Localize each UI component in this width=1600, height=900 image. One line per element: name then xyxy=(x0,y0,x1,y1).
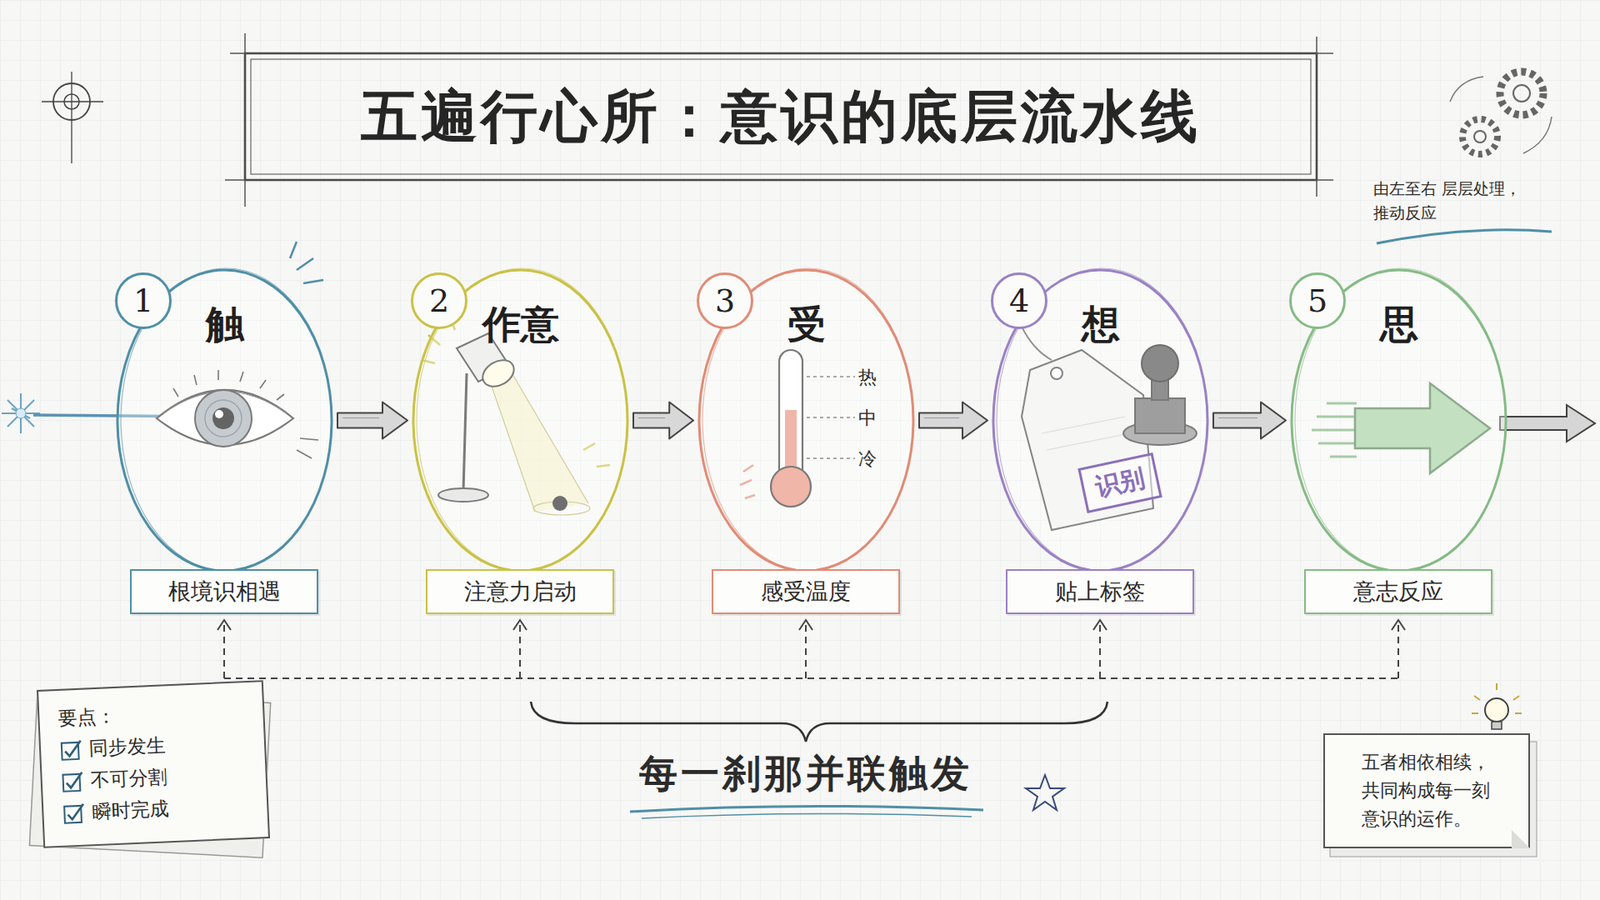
stage-label-box: 感受温度 xyxy=(711,569,900,615)
gear-motion-line xyxy=(1450,76,1484,102)
gear-motion-line xyxy=(1523,116,1552,154)
star-doodle xyxy=(1025,775,1065,810)
box-text: 贴上标签 xyxy=(1055,576,1145,607)
stage-label-box: 意志反应 xyxy=(1304,569,1493,615)
check-item: 不可分割 xyxy=(60,760,248,795)
flow-arrow xyxy=(919,402,988,440)
stage-ellipse: 3受 xyxy=(696,267,916,574)
gear-symbol xyxy=(1462,119,1498,155)
bus-drop xyxy=(224,621,1399,679)
burst-ray xyxy=(7,400,35,427)
bus-line xyxy=(224,677,1399,680)
stage-name: 触 xyxy=(115,299,335,351)
flow-direction-note: 由左至右 层层处理，推动反应 xyxy=(1373,176,1528,225)
callout-number: 2 xyxy=(410,272,468,330)
stage-ellipse: 5思 xyxy=(1289,267,1509,574)
flow-connector xyxy=(633,402,694,440)
sparkle-lines xyxy=(290,241,324,284)
arrow-hatch xyxy=(1218,417,1258,419)
text-underline xyxy=(641,813,972,819)
callout-number: 3 xyxy=(696,272,754,330)
gear-symbol xyxy=(1474,130,1486,143)
flow-arrow xyxy=(337,402,408,440)
frame-overhang xyxy=(225,179,1334,181)
bus-arrowhead xyxy=(217,620,1405,630)
stage-name: 思 xyxy=(1289,299,1509,351)
lightbulb-rays xyxy=(1471,683,1522,714)
box-text: 注意力启动 xyxy=(464,576,577,607)
title-frame xyxy=(245,53,1317,180)
crosshair-line xyxy=(41,100,104,102)
checkbox-icon xyxy=(61,800,86,825)
box-text: 意志反应 xyxy=(1353,576,1444,607)
folded-corner xyxy=(1511,830,1530,849)
scale-label: 冷 xyxy=(858,446,884,472)
callout-number: 4 xyxy=(990,272,1048,330)
stage-ellipse: 4想 xyxy=(990,267,1210,574)
stage-name: 受 xyxy=(696,299,916,351)
check-item: 同步发生 xyxy=(58,729,246,764)
arrow-hatch xyxy=(342,417,380,419)
scale-label: 中 xyxy=(858,405,884,431)
callout-number: 1 xyxy=(115,272,172,330)
stage-label-box: 根境识相遇 xyxy=(130,569,319,615)
flow-arrow xyxy=(1213,402,1286,440)
note-underline xyxy=(1376,230,1552,244)
exit-arrow xyxy=(1500,405,1595,442)
stage-name: 想 xyxy=(990,299,1210,351)
sync-bus xyxy=(217,620,1405,679)
flow-arrow xyxy=(633,402,694,440)
diagram-title: 五遍行心所：意识的底层流水线 xyxy=(245,53,1317,180)
checkbox-icon xyxy=(59,737,84,762)
checkbox-icon xyxy=(60,769,85,794)
checkbox-tick xyxy=(67,803,85,820)
crosshair-line xyxy=(70,71,72,164)
check-item: 瞬时完成 xyxy=(61,792,250,827)
check-item-text: 不可分割 xyxy=(90,764,168,794)
flow-connector xyxy=(919,402,988,440)
checkbox-tick xyxy=(65,740,82,756)
flow-connector xyxy=(1213,402,1286,440)
box-text: 根境识相遇 xyxy=(168,576,281,607)
scale-label: 热 xyxy=(858,365,884,390)
summary-note: 五者相依相续，共同构成每一刻意识的运作。 xyxy=(1323,733,1530,849)
stage-label-box: 贴上标签 xyxy=(1005,569,1195,615)
box-text: 感受温度 xyxy=(760,576,851,607)
key-points-note: 要点：同步发生不可分割瞬时完成 xyxy=(36,680,270,849)
frame-overhang xyxy=(1315,36,1318,197)
light-source xyxy=(15,408,26,419)
flow-connector xyxy=(337,402,408,440)
stage-ellipse: 2作意 xyxy=(410,267,630,574)
frame-overhang xyxy=(244,33,246,207)
lightbulb-base xyxy=(1491,721,1502,730)
burst-ray xyxy=(11,408,30,419)
text-underline xyxy=(630,805,984,812)
lightbulb-icon xyxy=(1485,698,1509,722)
arrow-hatch xyxy=(924,417,960,419)
summary-text: 五者相依相续，共同构成每一刻意识的运作。 xyxy=(1361,748,1492,834)
frame-overhang xyxy=(230,52,1334,55)
stage-ellipse: 1触 xyxy=(115,267,335,574)
note-heading: 要点： xyxy=(57,697,245,732)
gear-symbol xyxy=(1513,85,1530,102)
burst-ray xyxy=(7,400,35,427)
check-item-text: 瞬时完成 xyxy=(91,795,170,825)
stage-name: 作意 xyxy=(410,299,630,351)
arrow-hatch xyxy=(638,417,665,419)
light-burst xyxy=(1,393,40,434)
checkbox-tick xyxy=(65,771,83,788)
group-bracket xyxy=(530,701,1108,742)
check-item-text: 同步发生 xyxy=(88,732,166,762)
gear-symbol xyxy=(1500,71,1544,115)
stage-label-box: 注意力启动 xyxy=(425,569,615,615)
callout-number: 5 xyxy=(1289,272,1346,330)
parallel-caption: 每一刹那并联触发 xyxy=(555,748,1056,800)
